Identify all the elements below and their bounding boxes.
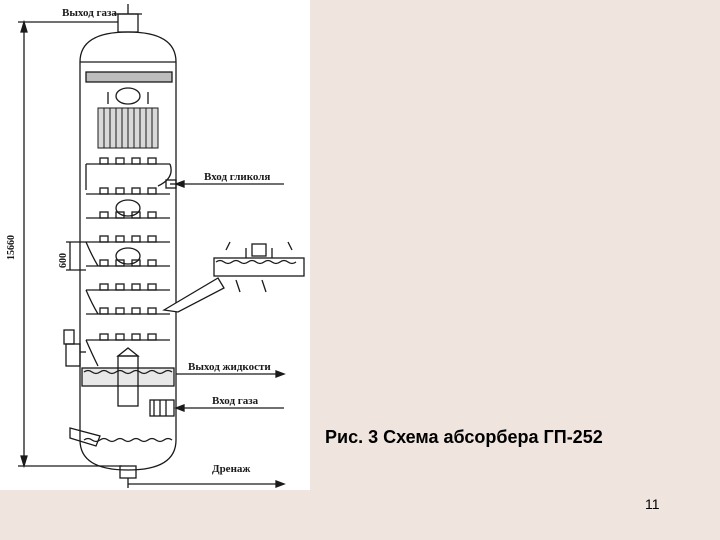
tray-spacing-dimension: [66, 241, 86, 271]
label-gas-inlet: Вход газа: [212, 395, 259, 407]
label-drain: Дренаж: [212, 463, 250, 475]
label-tray-spacing: 600: [58, 253, 69, 268]
tray-1: [85, 157, 172, 190]
label-glycol-inlet: Вход гликоля: [204, 171, 270, 183]
tray-5: [86, 259, 170, 267]
label-gas-outlet: Выход газа: [62, 7, 117, 19]
label-total-height: 15660: [6, 235, 17, 260]
tray-4: [85, 235, 170, 267]
tray-6: [85, 283, 170, 315]
callout-arrow: [162, 277, 225, 313]
label-liquid-outlet: Выход жидкости: [188, 361, 271, 373]
filter-cartridges: [97, 107, 159, 149]
page-number: 11: [645, 496, 660, 512]
tray-7: [86, 307, 170, 315]
gas-outlet-nozzle: [117, 13, 139, 33]
top-cap: [115, 87, 141, 105]
tray-2: [86, 187, 170, 217]
liquid-collector: [81, 347, 175, 407]
absorber-diagram: Выход газа Вход гликоля Выход жидкости В…: [0, 0, 310, 490]
tray-8: [85, 333, 170, 367]
gas-inlet-distributor: [149, 399, 175, 417]
vessel-shell: [79, 31, 177, 471]
tray-3: [86, 211, 170, 219]
tray-detail-callout: [213, 241, 305, 293]
mesh-demister: [85, 71, 173, 83]
figure-caption: Рис. 3 Схема абсорбера ГП-252: [325, 427, 603, 447]
level-gauge: [63, 329, 86, 367]
sump-liquid: [83, 437, 173, 443]
absorber-schematic: Выход газа Вход гликоля Выход жидкости В…: [6, 4, 305, 488]
sump-inlet-pipe: [69, 427, 101, 447]
drain-nozzle: [119, 465, 137, 479]
